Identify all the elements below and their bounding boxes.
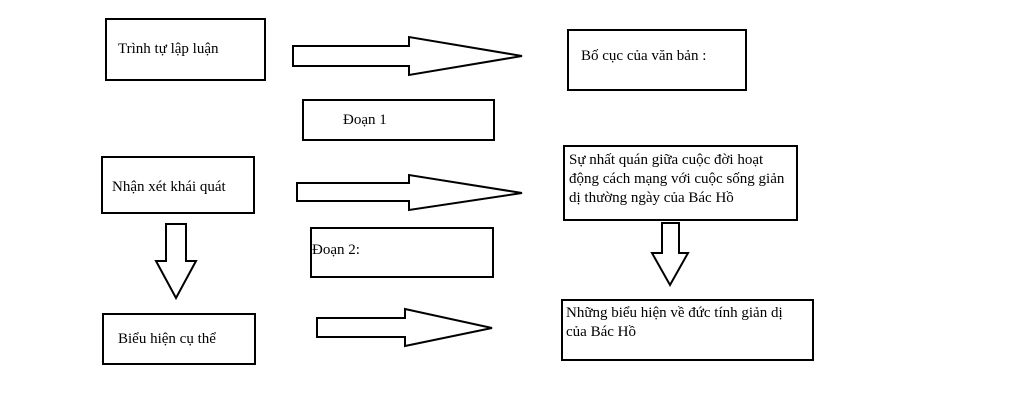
arrow-down-2 (650, 222, 690, 288)
box-label: Đoạn 2: (312, 242, 360, 258)
box-label: Nhận xét khái quát (112, 179, 226, 195)
box-label: Đoạn 1 (343, 112, 387, 128)
arrow-right-2 (296, 173, 523, 212)
box-bo-cuc-van-ban: Bố cục của văn bản : (567, 29, 747, 91)
box-label: Biểu hiện cụ thể (118, 331, 216, 347)
box-nhung-bieu-hien: Những biểu hiện về đức tính giản dị của … (561, 299, 814, 361)
box-label: Bố cục của văn bản : (581, 48, 707, 64)
arrow-down-1 (154, 223, 198, 301)
box-nhan-xet-khai-quat: Nhận xét khái quát (101, 156, 255, 214)
box-label: Trình tự lập luận (118, 41, 219, 57)
box-label: Sự nhất quán giữa cuộc đời hoạt động các… (569, 152, 785, 206)
box-doan-2: Đoạn 2: (310, 227, 494, 278)
box-bieu-hien-cu-the: Biểu hiện cụ thể (102, 313, 256, 365)
box-doan-1: Đoạn 1 (302, 99, 495, 141)
box-su-nhat-quan: Sự nhất quán giữa cuộc đời hoạt động các… (563, 145, 798, 221)
arrow-right-3 (316, 307, 493, 348)
box-trinh-tu-lap-luan: Trình tự lập luận (105, 18, 266, 81)
arrow-right-1 (292, 35, 523, 77)
box-label: Những biểu hiện về đức tính giản dị của … (566, 305, 783, 340)
